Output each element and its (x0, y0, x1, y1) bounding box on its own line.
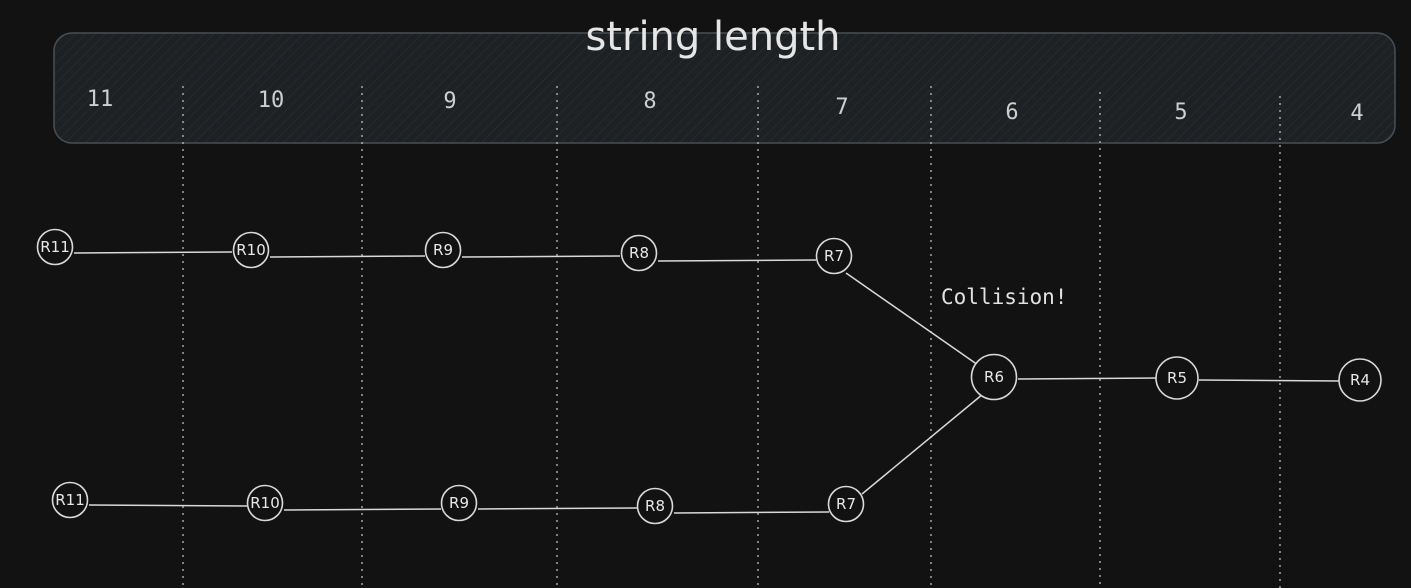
node-circle (440, 484, 478, 522)
chain-edge (283, 508, 442, 511)
length-label-col-4: 7 (835, 95, 848, 120)
node-circle (827, 485, 865, 523)
node-circle (424, 231, 462, 269)
chain-edge (845, 272, 979, 366)
chain-edge (1017, 377, 1157, 380)
chain-edge (657, 259, 817, 262)
node-label: R9 (433, 241, 453, 259)
chain-node: R7 (815, 237, 853, 275)
length-label-col-2: 9 (443, 89, 456, 114)
node-circle (1155, 356, 1199, 400)
chain-node: R9 (440, 484, 478, 522)
chain-edge (861, 393, 984, 495)
node-label: R7 (836, 495, 856, 513)
node-circle (232, 231, 270, 269)
node-circle (36, 228, 74, 266)
length-label-col-6: 5 (1174, 100, 1187, 125)
length-label-col-5: 6 (1005, 100, 1018, 125)
diagram-title: string length (585, 14, 840, 60)
string-length-band (53, 32, 1396, 144)
chain-node: R8 (636, 487, 674, 525)
chain-node: R9 (424, 231, 462, 269)
chain-node: R4 (1338, 358, 1382, 402)
node-circle (246, 484, 284, 522)
chain-edges (73, 251, 1341, 514)
length-label-col-3: 8 (643, 89, 656, 114)
node-label: R11 (40, 238, 70, 256)
length-label-col-1: 10 (258, 88, 285, 113)
node-label: R10 (250, 494, 280, 512)
length-label-col-0: 11 (87, 87, 114, 112)
chain-edge (1198, 379, 1341, 382)
chain-node: R6 (970, 353, 1018, 401)
node-label: R11 (55, 491, 85, 509)
lower-chain: R11 R10 R9 R8 R7 (51, 481, 865, 525)
length-label-col-7: 4 (1350, 101, 1363, 126)
chain-node: R11 (36, 228, 74, 266)
chain-edge (673, 511, 830, 514)
collision-annotation: Collision! (941, 285, 1067, 309)
node-label: R6 (984, 368, 1004, 386)
node-circle (620, 234, 658, 272)
node-circle (51, 481, 89, 519)
node-label: R9 (449, 494, 469, 512)
node-label: R10 (236, 241, 266, 259)
column-dividers (182, 86, 1281, 588)
node-label: R8 (629, 244, 649, 262)
chain-node: R7 (827, 485, 865, 523)
chain-edge (269, 255, 426, 258)
node-circle (1338, 358, 1382, 402)
merged-chain: R6 R5 R4 (970, 353, 1382, 402)
upper-chain: R11 R10 R9 R8 R7 (36, 228, 853, 275)
node-label: R8 (645, 497, 665, 515)
chain-edge (477, 507, 638, 510)
chain-edge (73, 251, 233, 254)
chain-node: R10 (232, 231, 270, 269)
chain-edge (461, 255, 621, 258)
length-labels: 11 10 9 8 7 6 5 4 (87, 87, 1364, 126)
chain-edge (88, 504, 249, 507)
node-label: R4 (1350, 371, 1370, 389)
chain-node: R11 (51, 481, 89, 519)
node-label: R5 (1167, 369, 1187, 387)
node-circle (815, 237, 853, 275)
node-circle (970, 353, 1018, 401)
chain-node: R5 (1155, 356, 1199, 400)
node-label: R7 (824, 247, 844, 265)
chain-node: R10 (246, 484, 284, 522)
chain-node: R8 (620, 234, 658, 272)
node-circle (636, 487, 674, 525)
